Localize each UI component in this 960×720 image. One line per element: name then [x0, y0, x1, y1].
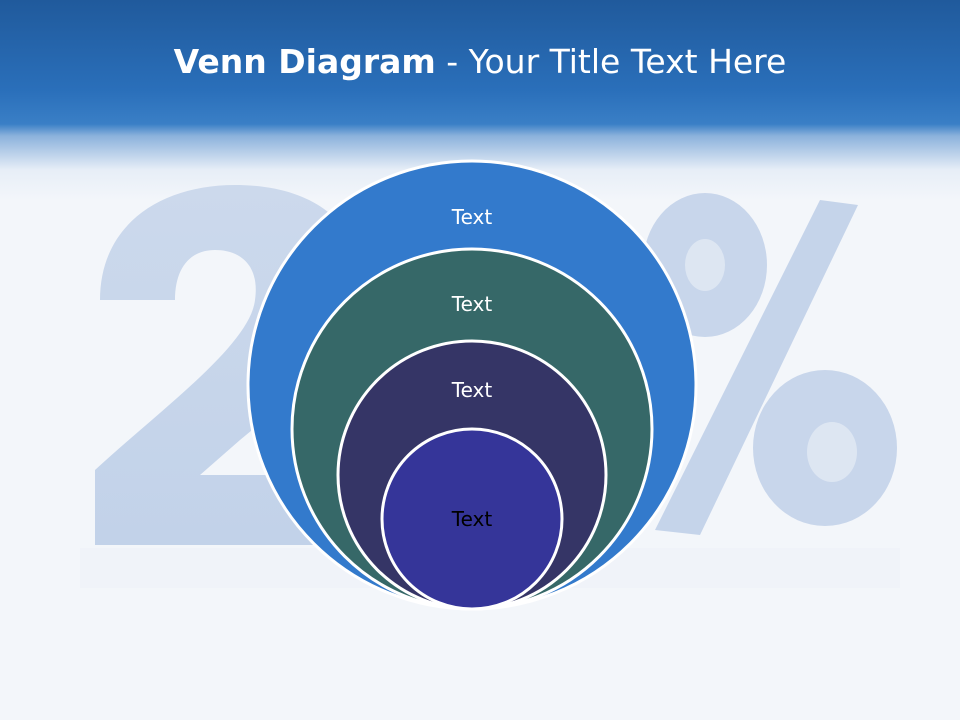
- title-rest: - Your Title Text Here: [435, 42, 787, 81]
- percent-bottom-hole: [807, 422, 857, 482]
- percent-top-hole: [685, 239, 725, 291]
- slide-title: Venn Diagram - Your Title Text Here: [0, 38, 960, 86]
- venn-ring-2-label: Text: [451, 292, 493, 316]
- venn-ring-3-label: Text: [451, 378, 493, 402]
- title-bold: Venn Diagram: [173, 42, 436, 81]
- percent-slash: [655, 200, 858, 535]
- venn-ring-4-label: Text: [451, 507, 493, 531]
- venn-ring-1-label: Text: [451, 205, 493, 229]
- venn-ring-4[interactable]: [380, 427, 564, 611]
